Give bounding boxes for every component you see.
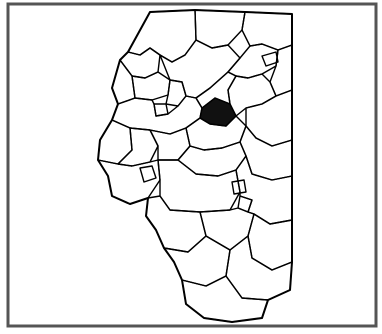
region-lower-east[interactable]: [235, 155, 293, 225]
region-north-east[interactable]: [241, 11, 293, 51]
region-south-center[interactable]: [199, 207, 255, 251]
region-mid-east[interactable]: [239, 125, 293, 181]
region-center-west[interactable]: [111, 95, 203, 135]
region-south-east[interactable]: [247, 213, 293, 271]
region-lower-center[interactable]: [157, 159, 241, 213]
region-center-corridor[interactable]: [195, 71, 237, 109]
region-far-west[interactable]: [97, 119, 133, 165]
region-mid-center-a[interactable]: [149, 127, 191, 161]
region-southern-tip[interactable]: [181, 275, 269, 323]
region-center-east-a[interactable]: [227, 73, 277, 117]
map-regions: [97, 9, 293, 323]
region-corridor-east[interactable]: [227, 43, 279, 79]
region-upper-left-b[interactable]: [131, 71, 171, 101]
frame-border: [6, 2, 378, 328]
region-lower-small-a[interactable]: [231, 179, 247, 195]
region-north-center[interactable]: [194, 9, 246, 49]
region-east-small-a[interactable]: [261, 51, 279, 67]
region-center-east-b[interactable]: [245, 89, 293, 147]
region-lower-west-inner[interactable]: [139, 165, 157, 183]
state-outline: [97, 9, 293, 323]
